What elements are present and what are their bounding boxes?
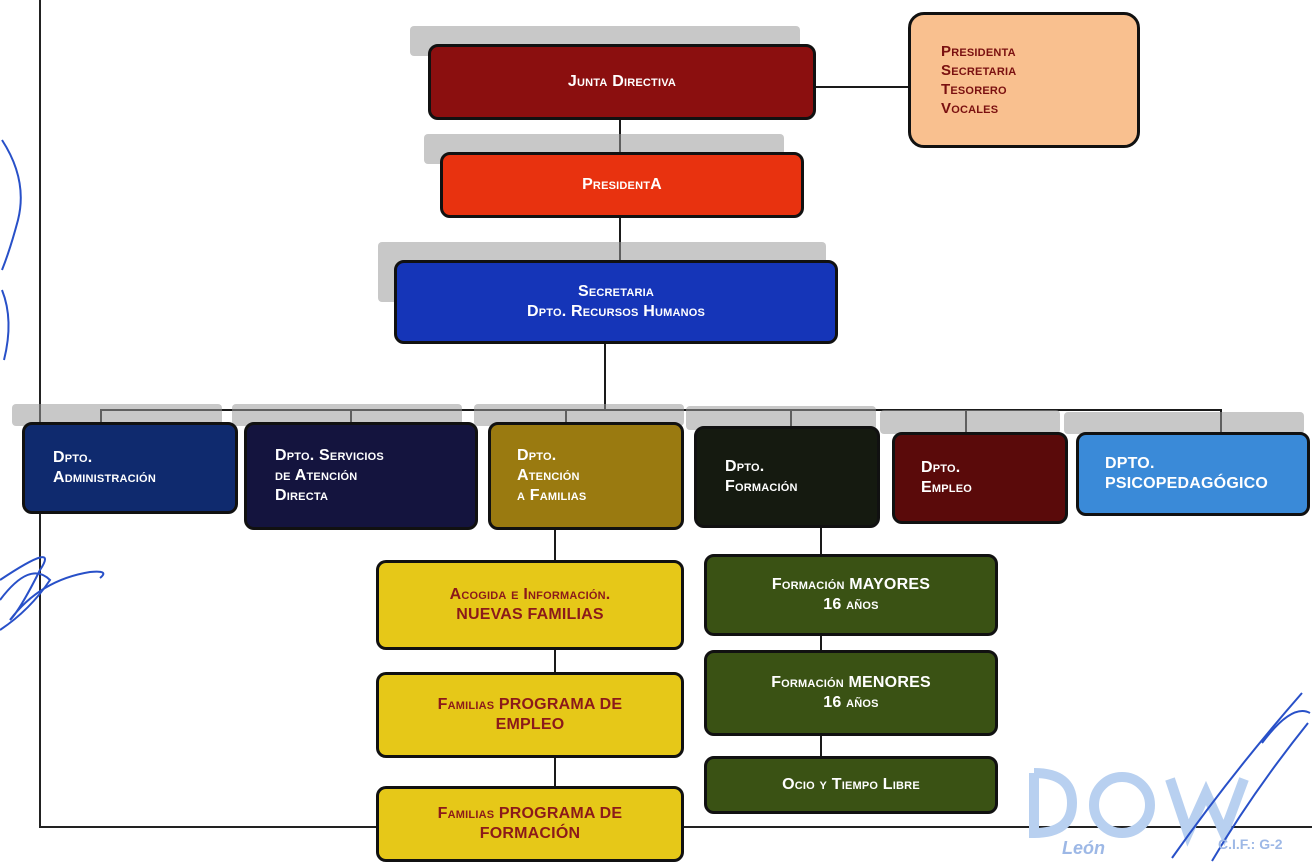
stamp-text-leon: León — [1062, 838, 1105, 858]
member-presidenta: Presidenta — [941, 43, 1016, 60]
familias-acogida-line-2: NUEVAS FAMILIAS — [456, 606, 604, 623]
stamp-logo — [1029, 692, 1311, 862]
dept-familias-box: Dpto. Atención a Familias — [488, 422, 684, 530]
dept-servicios-line-2: de Atención — [275, 467, 358, 484]
familias-formacion-line-2: FORMACIÓN — [479, 825, 581, 842]
shadow-departments-3 — [474, 404, 684, 426]
dept-servicios-line-1: Dpto. Servicios — [275, 447, 384, 464]
formacion-menores-line-2: 16 años — [823, 694, 879, 711]
members-box: Presidenta Secretaria Tesorero Vocales — [908, 12, 1140, 148]
dept-administracion-line-1: Dpto. — [53, 449, 93, 466]
familias-empleo-line-1: Familias PROGRAMA DE — [437, 696, 623, 713]
familias-empleo-line-2: EMPLEO — [495, 716, 565, 733]
familias-acogida-line-1: Acogida e Información. — [449, 586, 611, 603]
connector-junta-members — [814, 86, 912, 88]
ocio-tiempo-libre-box: Ocio y Tiempo Libre — [704, 756, 998, 814]
shadow-departments-6 — [1064, 412, 1304, 434]
stamp-text-cif: C.I.F.: G-2 — [1218, 836, 1283, 852]
secretaria-line-2: Dpto. Recursos Humanos — [526, 303, 706, 320]
familias-formacion-line-1: Familias PROGRAMA DE — [437, 805, 623, 822]
connector-secretaria-bus — [604, 344, 606, 410]
dept-empleo-line-2: Empleo — [921, 479, 972, 496]
formacion-mayores-line-2: 16 años — [823, 596, 879, 613]
ocio-tiempo-libre-line-1: Ocio y Tiempo Libre — [782, 776, 920, 793]
dept-familias-line-1: Dpto. — [517, 447, 557, 464]
left-edge-signature-marks — [0, 139, 105, 631]
shadow-departments-1 — [12, 404, 222, 426]
dept-empleo-box: Dpto. Empleo — [892, 432, 1068, 524]
dept-psicopedagogico-line-2: PSICOPEDAGÓGICO — [1105, 475, 1269, 492]
familias-acogida-box: Acogida e Información. NUEVAS FAMILIAS — [376, 560, 684, 650]
dept-administracion-line-2: Administración — [53, 469, 156, 486]
dept-familias-line-2: Atención — [517, 467, 580, 484]
dept-administracion-box: Dpto. Administración — [22, 422, 238, 514]
dept-formacion-line-2: Formación — [725, 478, 798, 495]
formacion-mayores-box: Formación MAYORES 16 años — [704, 554, 998, 636]
secretaria-box: Secretaria Dpto. Recursos Humanos — [394, 260, 838, 344]
dept-psicopedagogico-box: DPTO. PSICOPEDAGÓGICO — [1076, 432, 1310, 516]
shadow-departments-2 — [232, 404, 462, 426]
connector-familias-sub — [554, 512, 556, 802]
member-tesorero: Tesorero — [941, 81, 1007, 98]
dept-familias-line-3: a Familias — [517, 487, 587, 504]
presidenta-label: PresidentA — [582, 176, 662, 193]
dept-psicopedagogico-line-1: DPTO. — [1105, 455, 1155, 472]
connector-presidenta-secretaria — [619, 218, 621, 262]
presidenta-box: PresidentA — [440, 152, 804, 218]
formacion-mayores-line-1: Formación MAYORES — [771, 576, 931, 593]
dept-formacion-box: Dpto. Formación — [694, 426, 880, 528]
dept-formacion-line-1: Dpto. — [725, 458, 765, 475]
junta-directiva-label: Junta Directiva — [567, 73, 677, 90]
member-secretaria: Secretaria — [941, 62, 1017, 79]
shadow-departments-5 — [880, 410, 1060, 434]
dept-empleo-line-1: Dpto. — [921, 459, 961, 476]
junta-directiva-box: Junta Directiva — [428, 44, 816, 120]
familias-empleo-box: Familias PROGRAMA DE EMPLEO — [376, 672, 684, 758]
familias-formacion-box: Familias PROGRAMA DE FORMACIÓN — [376, 786, 684, 862]
dept-servicios-line-3: Directa — [275, 487, 329, 504]
dept-servicios-box: Dpto. Servicios de Atención Directa — [244, 422, 478, 530]
secretaria-line-1: Secretaria — [577, 283, 655, 300]
member-vocales: Vocales — [941, 100, 999, 117]
formacion-menores-line-1: Formación MENORES — [771, 674, 931, 691]
formacion-menores-box: Formación MENORES 16 años — [704, 650, 998, 736]
